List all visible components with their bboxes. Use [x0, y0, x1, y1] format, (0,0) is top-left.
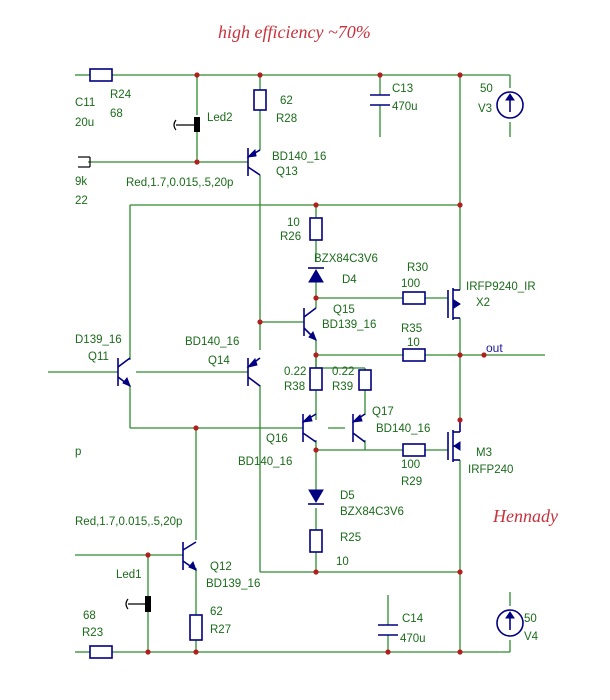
- label-input-22: 22: [75, 195, 88, 207]
- zener-diode-d5: [308, 489, 324, 505]
- label-c13-value: 470u: [392, 101, 418, 113]
- transistor-q15: [303, 307, 317, 341]
- label-input-k: 9k: [75, 176, 87, 188]
- capacitor-c13: [370, 94, 390, 106]
- label-led2: Led2: [207, 112, 233, 124]
- resistor-r29: [402, 443, 426, 457]
- author-signature: Hennady: [492, 506, 558, 526]
- label-r27-value: 62: [210, 606, 223, 618]
- label-x2: X2: [476, 297, 490, 309]
- label-r35: R35: [401, 323, 422, 335]
- resistor-r30: [402, 291, 426, 305]
- label-q17-model: BD140_16: [376, 423, 430, 435]
- label-q13-model: BD140_16: [272, 151, 326, 163]
- zener-diode-d4: [308, 267, 324, 283]
- junction-dots: [145, 72, 487, 655]
- transistor-q17: [351, 413, 366, 443]
- resistor-r24: [89, 68, 113, 82]
- label-r29-value: 100: [401, 459, 420, 471]
- schematic-title: high efficiency ~70%: [218, 22, 371, 42]
- label-q15: Q15: [333, 304, 355, 316]
- label-led-model-top: Red,1.7,0.015,.5,20p: [126, 177, 233, 189]
- label-q17: Q17: [372, 406, 394, 418]
- label-r26-value: 10: [287, 217, 300, 229]
- label-r27: R27: [210, 624, 231, 636]
- label-r38-value: 0.22: [284, 366, 306, 378]
- label-r26: R26: [280, 231, 301, 243]
- label-c11: C11: [75, 97, 95, 109]
- transistor-q11: [117, 357, 131, 387]
- led-led2: [173, 117, 200, 132]
- label-c11-value: 20u: [75, 117, 94, 129]
- mosfet-x2: [447, 288, 461, 320]
- label-q12: Q12: [210, 561, 232, 573]
- mosfet-m3: [447, 420, 461, 462]
- label-r25: R25: [340, 532, 361, 544]
- label-r23: R23: [82, 627, 103, 639]
- transistor-q14: [246, 357, 261, 387]
- resistor-r28: [253, 89, 267, 111]
- label-q11: Q11: [88, 351, 109, 363]
- transistor-q13: [246, 148, 261, 176]
- wires: [48, 74, 545, 653]
- label-led1: Led1: [116, 569, 142, 581]
- resistor-r23: [89, 645, 113, 659]
- label-r28-value: 62: [280, 95, 293, 107]
- label-r24: R24: [110, 89, 132, 101]
- label-x2-model: IRFP9240_IR: [466, 281, 536, 293]
- label-r39-value: 0.22: [332, 366, 354, 378]
- label-q16-model: BD140_16: [238, 456, 292, 468]
- label-led-model-bottom: Red,1.7,0.015,.5,20p: [75, 516, 182, 528]
- label-r25-value: 10: [336, 556, 349, 568]
- label-d5: D5: [340, 490, 355, 502]
- label-r24-value: 68: [110, 108, 123, 120]
- label-p: p: [75, 446, 81, 458]
- transistor-q12: [182, 541, 197, 571]
- resistor-r35: [402, 348, 426, 362]
- label-r29: R29: [401, 476, 422, 488]
- capacitor-c14: [378, 624, 398, 636]
- label-m3: M3: [476, 447, 492, 459]
- label-r38: R38: [284, 381, 305, 393]
- label-d5-model: BZX84C3V6: [340, 506, 404, 518]
- label-r39: R39: [332, 381, 353, 393]
- label-r35-value: 10: [407, 337, 420, 349]
- led-led1: [125, 596, 151, 612]
- label-v3-value: 50: [480, 83, 493, 95]
- resistor-r39: [358, 369, 372, 391]
- resistor-r38: [309, 367, 323, 391]
- label-c14: C14: [402, 613, 424, 625]
- label-v3: V3: [478, 103, 492, 115]
- label-c14-value: 470u: [400, 633, 426, 645]
- current-source-v3: [496, 91, 524, 119]
- label-q12-model: BD139_16: [206, 578, 260, 590]
- transistor-q16: [301, 413, 317, 443]
- resistor-r27: [189, 614, 203, 641]
- resistor-r26: [309, 217, 323, 241]
- label-q13: Q13: [276, 166, 298, 178]
- label-m3-model: IRFP240: [468, 464, 513, 476]
- label-c13: C13: [392, 83, 413, 95]
- label-v4: V4: [524, 631, 539, 643]
- resistor-r25: [309, 529, 323, 553]
- label-r23-value: 68: [83, 610, 96, 622]
- label-d4: D4: [342, 274, 357, 286]
- current-source-v4: [496, 609, 524, 637]
- label-output: out: [486, 341, 503, 355]
- label-q14: Q14: [208, 355, 230, 367]
- label-q11-model: D139_16: [75, 334, 122, 346]
- label-d4-model: BZX84C3V6: [314, 253, 378, 265]
- label-q15-model: BD139_16: [322, 319, 376, 331]
- label-r30-value: 100: [401, 278, 420, 290]
- label-q14-model: BD140_16: [185, 336, 239, 348]
- label-r28: R28: [276, 113, 297, 125]
- input-connector-top: [78, 156, 91, 168]
- label-v4-value: 50: [524, 613, 537, 625]
- label-r30: R30: [407, 262, 428, 274]
- label-q16: Q16: [266, 433, 288, 445]
